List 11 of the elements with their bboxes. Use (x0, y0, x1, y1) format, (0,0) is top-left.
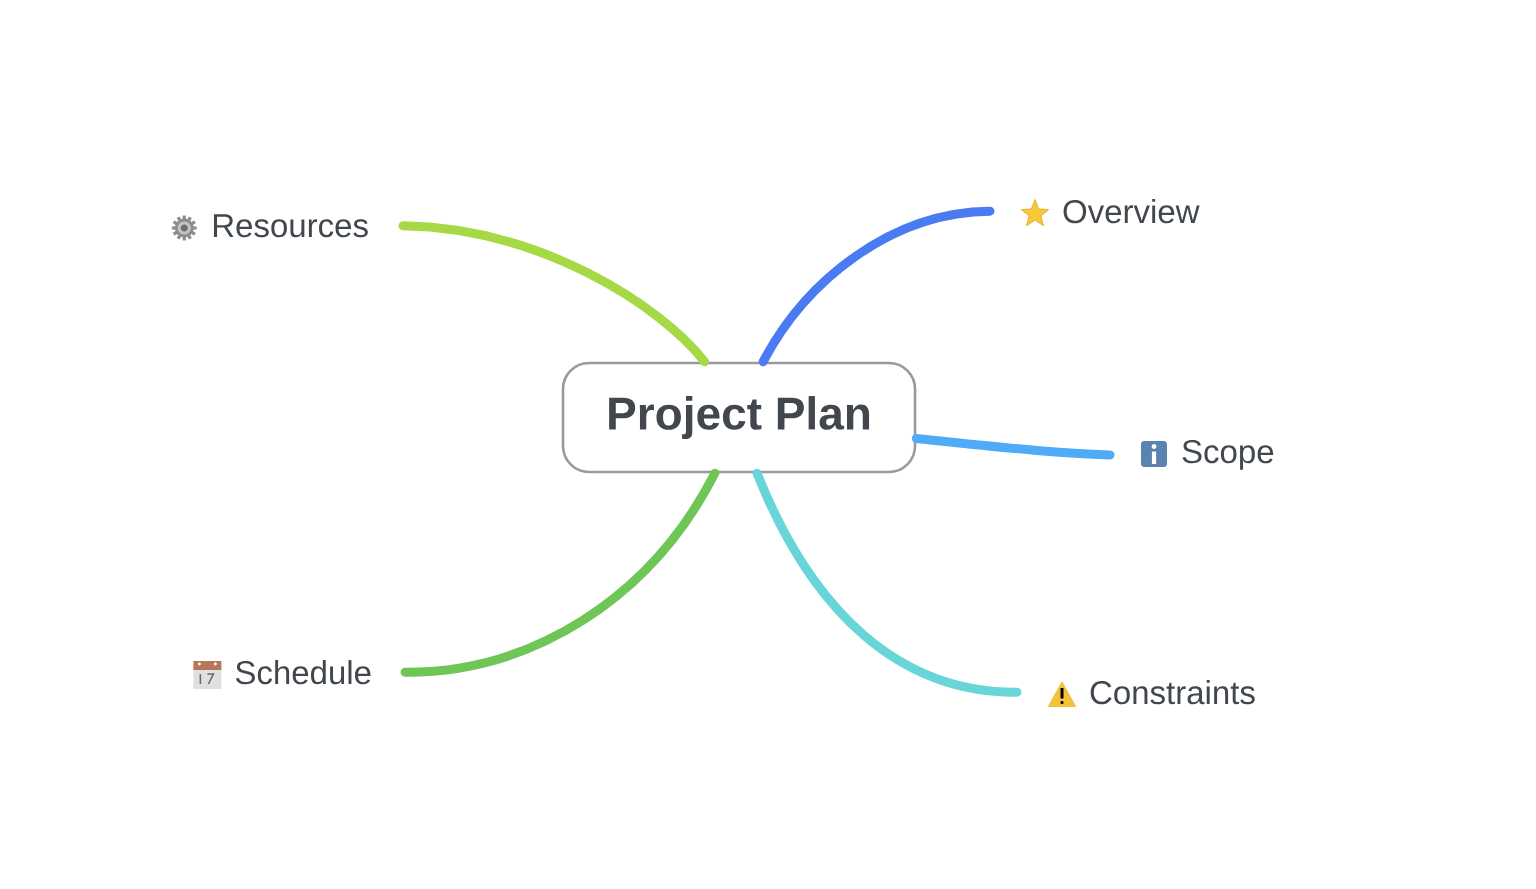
topic-label: Resources (214, 214, 368, 238)
branch-line (758, 206, 995, 367)
branch-line (398, 221, 710, 367)
branch-line (911, 434, 1115, 460)
branch-line (752, 468, 1022, 697)
topic-label: Overview (1063, 199, 1200, 224)
branch-line (400, 468, 720, 677)
topic-label: Constraints (1090, 680, 1255, 705)
topic-box: Project Plan (561, 361, 917, 474)
topic-label: Scope (1182, 439, 1274, 470)
topic-label: Schedule (235, 660, 371, 685)
